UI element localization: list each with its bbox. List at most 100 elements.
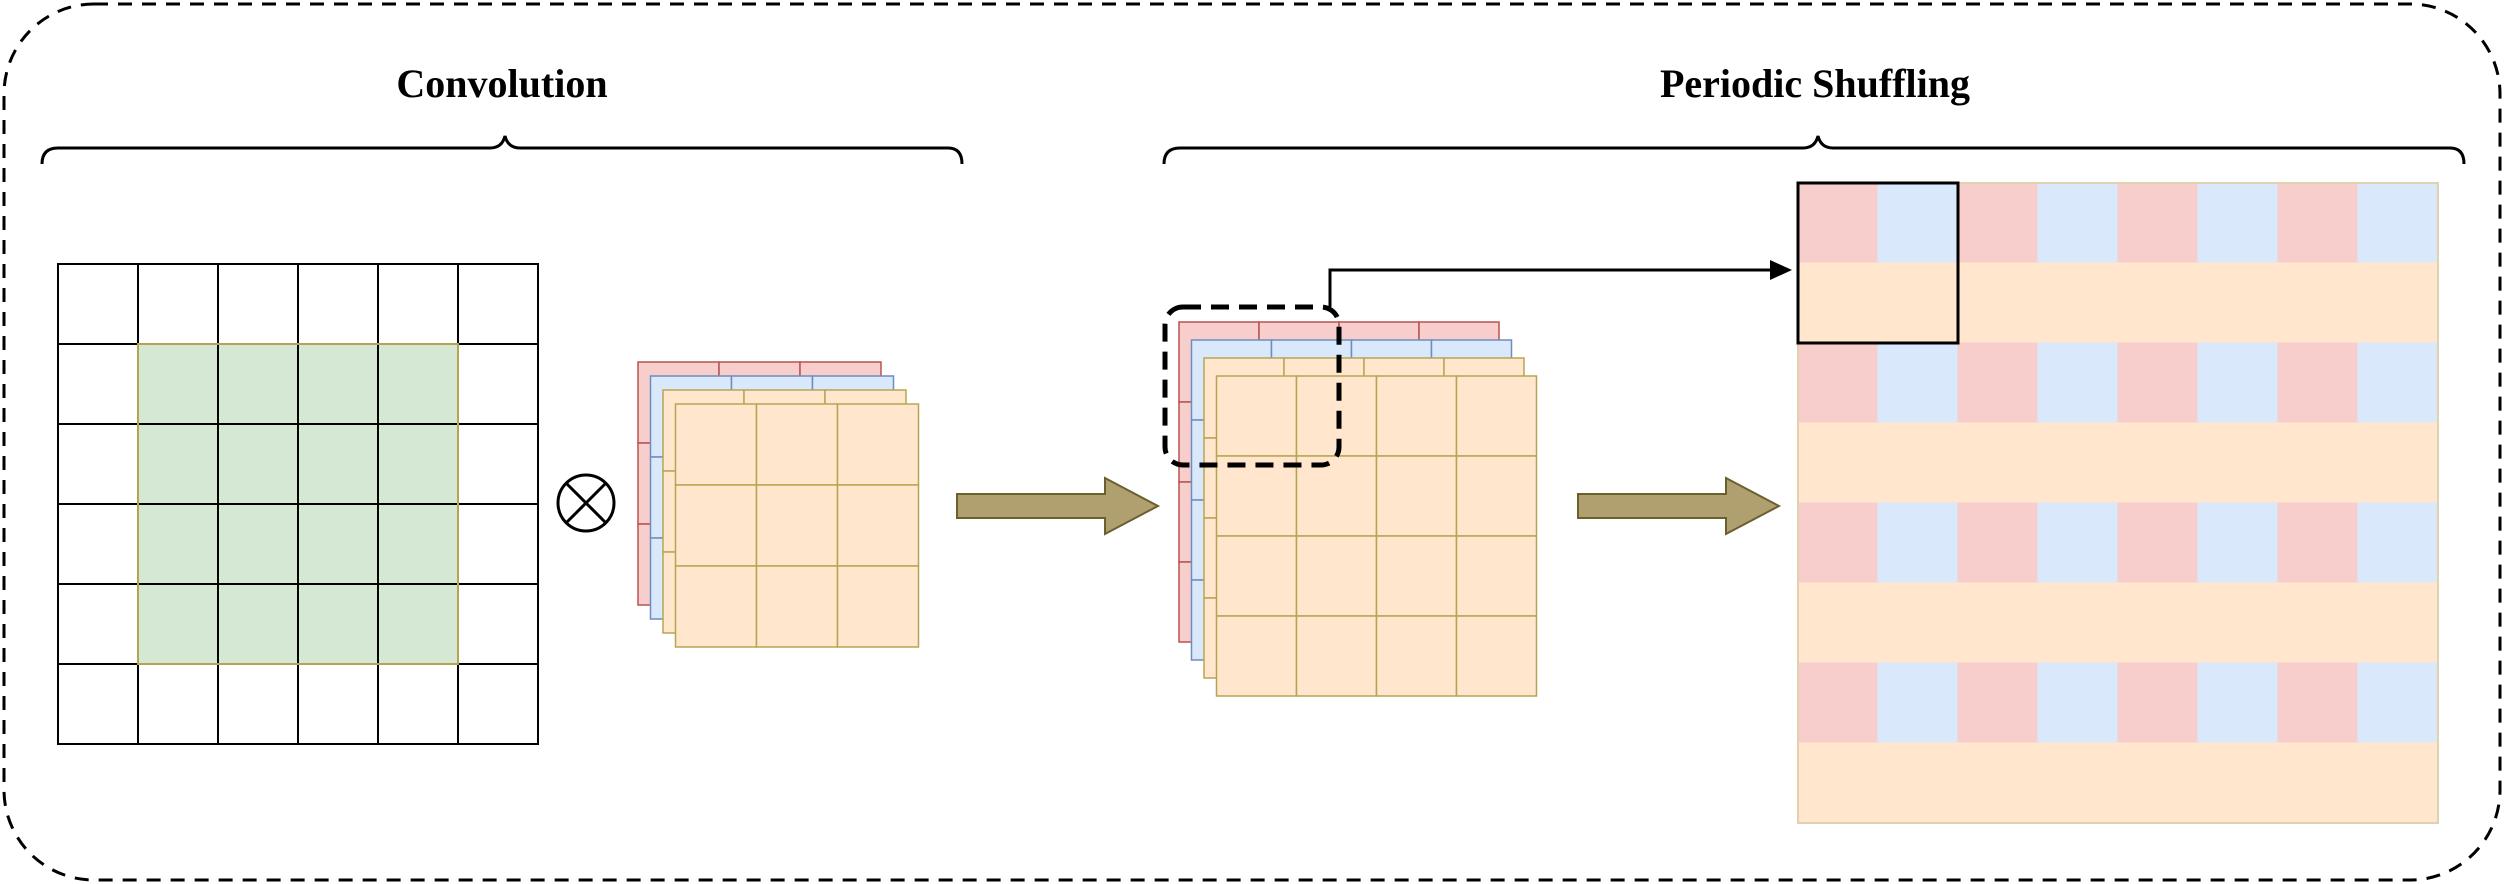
kernel-cell — [755, 484, 839, 567]
output-grid-cell — [2037, 342, 2119, 424]
output-grid-cell — [2037, 662, 2119, 744]
output-grid-cell — [2357, 742, 2439, 824]
output-grid-cell — [2117, 742, 2199, 824]
feature-cell — [1455, 455, 1538, 537]
output-grid-cell — [2197, 502, 2279, 584]
input-grid-cell — [457, 503, 539, 585]
input-grid-cell — [217, 583, 299, 665]
kernel-cell — [755, 403, 839, 486]
input-grid-cell — [57, 343, 139, 425]
periodic-shuffling-title: Periodic Shuffling — [1659, 61, 1971, 106]
output-grid-cell — [1797, 342, 1879, 424]
input-grid-cell — [377, 503, 459, 585]
output-grid-cell — [1797, 662, 1879, 744]
feature-cell — [1215, 535, 1298, 617]
feature-cell — [1215, 615, 1298, 697]
input-grid-cell — [217, 423, 299, 505]
input-grid-cell — [57, 583, 139, 665]
output-grid-cell — [2117, 262, 2199, 344]
feature-cell — [1215, 375, 1298, 457]
feature-cell — [1295, 615, 1378, 697]
output-grid-cell — [2037, 582, 2119, 664]
output-grid-cell — [2117, 182, 2199, 264]
input-grid-cell — [297, 263, 379, 345]
input-grid-cell — [297, 663, 379, 745]
feature-cell — [1375, 375, 1458, 457]
feature-cell — [1215, 455, 1298, 537]
feature-cell — [1295, 455, 1378, 537]
output-grid-cell — [2357, 422, 2439, 504]
input-grid-cell — [377, 663, 459, 745]
feature-cell — [1295, 535, 1378, 617]
output-grid-cell — [1877, 742, 1959, 824]
kernel-cell — [755, 565, 839, 648]
input-grid-cell — [297, 583, 379, 665]
output-grid-border — [1797, 182, 2439, 824]
feature-cell — [1455, 375, 1538, 457]
output-grid-cell — [1957, 422, 2039, 504]
output-grid-cell — [2277, 582, 2359, 664]
convolution-operator-icon — [556, 473, 616, 533]
output-grid-cell — [1797, 502, 1879, 584]
output-grid-cell — [1957, 262, 2039, 344]
output-grid-cell — [2197, 342, 2279, 424]
kernel-cell — [674, 403, 758, 486]
input-grid-cell — [57, 503, 139, 585]
input-grid-cell — [457, 263, 539, 345]
output-grid-cell — [1797, 182, 1879, 264]
input-grid-cell — [137, 423, 219, 505]
output-grid-cell — [2197, 582, 2279, 664]
selection-dashed-box — [1162, 304, 1342, 468]
output-grid-cell — [1957, 502, 2039, 584]
output-grid-cell — [2117, 342, 2199, 424]
output-grid-cell — [1877, 662, 1959, 744]
input-grid-cell — [137, 583, 219, 665]
output-grid-cell — [2277, 422, 2359, 504]
output-grid-cell — [2357, 502, 2439, 584]
kernel-cell — [836, 565, 920, 648]
output-grid-cell — [2277, 262, 2359, 344]
convolution-brace — [40, 135, 964, 165]
kernel-cell — [674, 484, 758, 567]
input-grid-cell — [297, 343, 379, 425]
output-grid-cell — [2117, 422, 2199, 504]
input-grid — [57, 263, 539, 745]
output-grid-cell — [1797, 742, 1879, 824]
input-grid-cell — [297, 423, 379, 505]
connector-arrow-icon — [1328, 260, 1792, 307]
output-grid-cell — [1957, 342, 2039, 424]
output-grid-cell — [1877, 262, 1959, 344]
output-grid-cell — [1877, 502, 1959, 584]
kernel-stack — [637, 361, 920, 648]
output-grid-cell — [1797, 582, 1879, 664]
input-grid-cell — [377, 583, 459, 665]
input-grid-cell — [57, 663, 139, 745]
shuffling-brace — [1162, 135, 2466, 165]
output-grid-cell — [1957, 662, 2039, 744]
output-grid-cell — [1797, 262, 1879, 344]
input-grid-cell — [57, 423, 139, 505]
input-grid-cell — [137, 503, 219, 585]
output-grid-cell — [2357, 262, 2439, 344]
input-grid-cell — [377, 423, 459, 505]
input-grid-cell — [137, 263, 219, 345]
output-grid-cell — [2357, 342, 2439, 424]
feature-cell — [1375, 535, 1458, 617]
kernel-cell — [836, 484, 920, 567]
arrow-to-output-icon — [1577, 476, 1782, 536]
kernel-cell — [836, 403, 920, 486]
output-grid-cell — [2357, 182, 2439, 264]
output-grid-cell — [2197, 422, 2279, 504]
output-grid-cell — [1957, 742, 2039, 824]
feature-cell — [1455, 535, 1538, 617]
feature-cell — [1375, 455, 1458, 537]
output-grid — [1797, 182, 2439, 824]
input-grid-cell — [377, 263, 459, 345]
output-grid-cell — [2357, 662, 2439, 744]
output-grid-cell — [2117, 582, 2199, 664]
kernel-cell — [674, 565, 758, 648]
output-grid-cell — [2357, 582, 2439, 664]
output-grid-cell — [1957, 182, 2039, 264]
input-grid-cell — [137, 663, 219, 745]
